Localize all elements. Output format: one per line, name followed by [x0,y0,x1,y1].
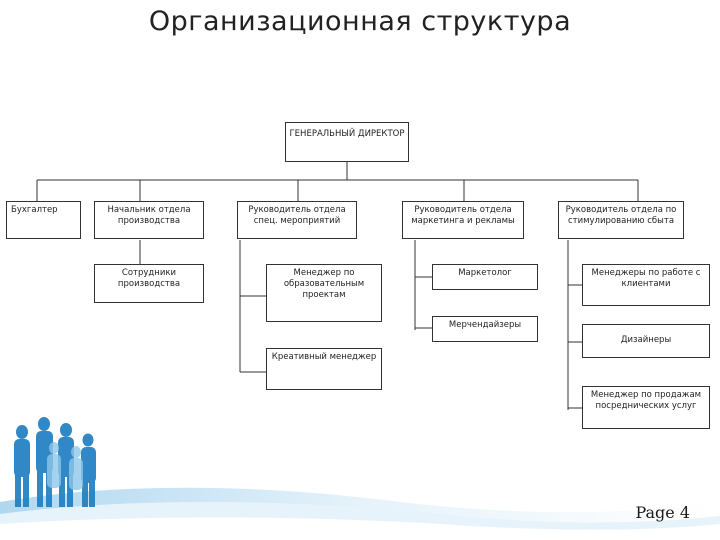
node-accountant: Бухгалтер [6,201,81,239]
node-production-head: Начальник отдела производства [94,201,204,239]
node-events-head: Руководитель отдела спец. мероприятий [237,201,357,239]
node-marketing-head: Руководитель отдела маркетинга и рекламы [402,201,524,239]
node-creative-manager: Креативный менеджер [266,348,382,390]
node-intermediary-manager: Менеджер по продажам посреднических услу… [582,386,710,429]
people-silhouettes-icon [14,417,96,507]
footer-decoration [0,417,720,540]
node-sales-head: Руководитель отдела по стимулированию сб… [558,201,684,239]
node-merchandisers: Мерчендайзеры [432,316,538,342]
node-marketer: Маркетолог [432,264,538,290]
node-client-managers: Менеджеры по работе с клиентами [582,264,710,306]
node-edu-manager: Менеджер по образовательным проектам [266,264,382,322]
node-production-staff: Сотрудники производства [94,264,204,303]
page-number: Page 4 [635,503,690,522]
node-designers: Дизайнеры [582,324,710,358]
node-director: ГЕНЕРАЛЬНЫЙ ДИРЕКТОР [285,122,409,162]
page-title: Организационная структура [148,6,572,37]
